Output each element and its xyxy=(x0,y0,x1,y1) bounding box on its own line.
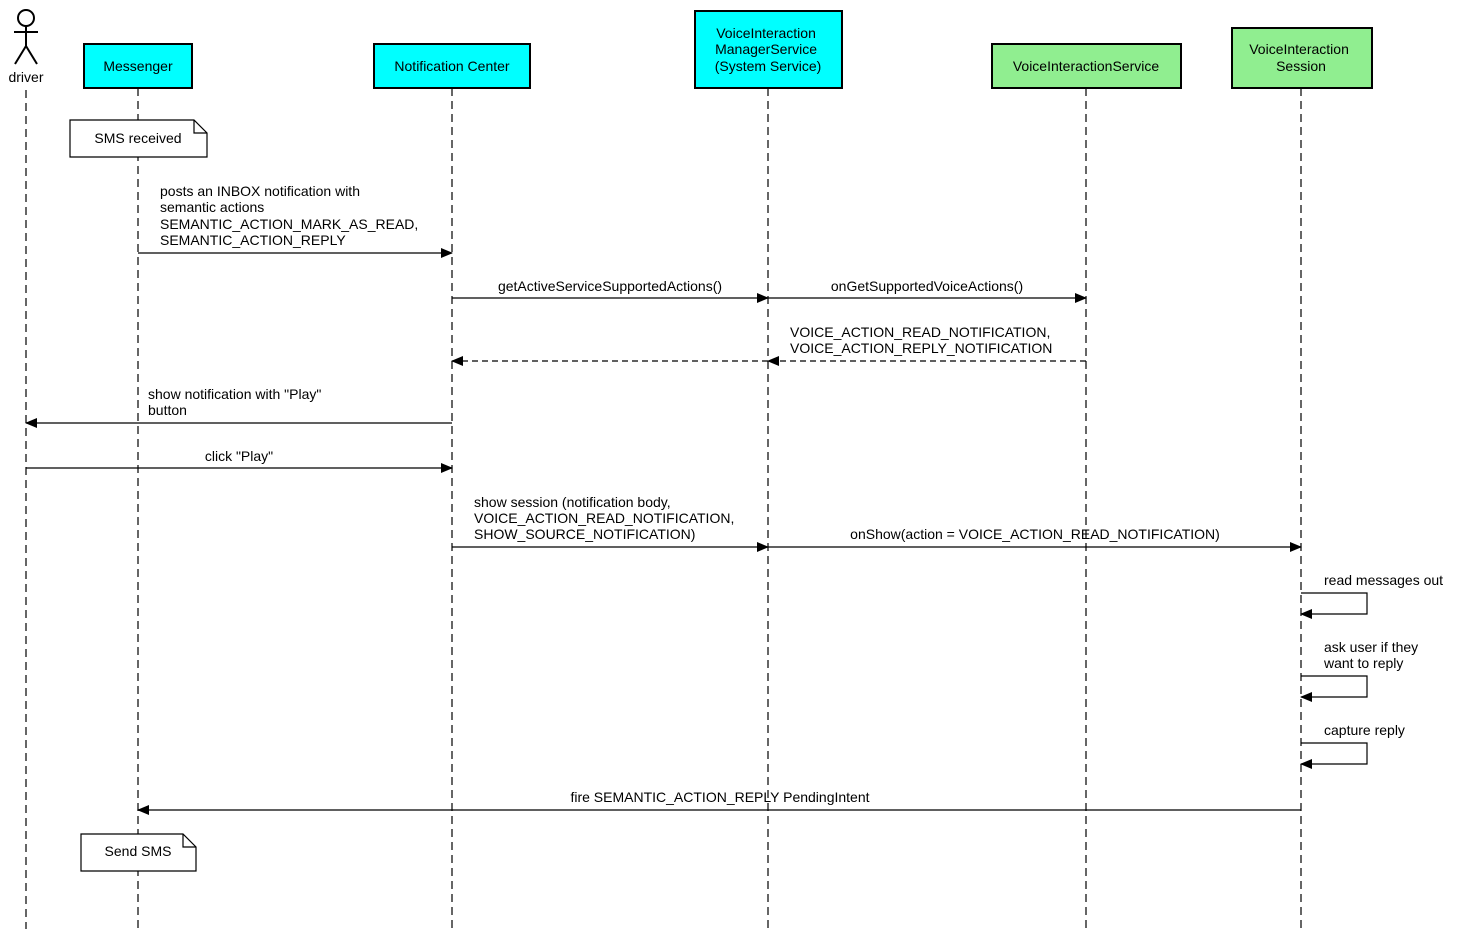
message-label: ask user if they want to reply xyxy=(1323,639,1422,671)
participant-label: VoiceInteractionService xyxy=(1013,58,1160,74)
participant-label: VoiceInteraction ManagerService (System … xyxy=(715,25,822,74)
lifelines xyxy=(25,88,1302,929)
participant-box xyxy=(1231,27,1373,89)
message-ask-user-reply: ask user if they want to reply xyxy=(1300,639,1422,702)
message-label: capture reply xyxy=(1324,722,1405,738)
message-label: read messages out xyxy=(1324,572,1443,588)
message-get-active-service-supported-actions: getActiveServiceSupportedActions() xyxy=(452,278,769,303)
participant-box xyxy=(991,43,1182,89)
participant-vis[interactable]: VoiceInteractionService xyxy=(991,43,1182,89)
message-label: fire SEMANTIC_ACTION_REPLY PendingIntent xyxy=(570,789,869,805)
message-return-voice-actions: VOICE_ACTION_READ_NOTIFICATION, VOICE_AC… xyxy=(451,324,1086,366)
message-label: show notification with "Play" button xyxy=(148,386,325,418)
note-text: Send SMS xyxy=(105,843,172,859)
message-capture-reply: capture reply xyxy=(1300,722,1405,769)
note-send-sms: Send SMS xyxy=(80,833,197,872)
message-arrow xyxy=(1300,742,1368,769)
actor-icon xyxy=(17,9,35,27)
message-label: getActiveServiceSupportedActions() xyxy=(498,278,722,294)
message-read-messages-out: read messages out xyxy=(1300,572,1443,619)
participant-box xyxy=(83,43,193,89)
message-click-play: click "Play" xyxy=(26,448,453,473)
participant-box xyxy=(373,43,531,89)
participant-session[interactable]: VoiceInteraction Session xyxy=(1231,27,1373,89)
driver-actor[interactable] xyxy=(14,9,38,65)
message-fire-pending-intent: fire SEMANTIC_ACTION_REPLY PendingIntent xyxy=(137,789,1301,815)
participant-label: Notification Center xyxy=(394,58,510,74)
message-post-inbox-notification: posts an INBOX notification with semanti… xyxy=(138,183,453,258)
participant-label: Messenger xyxy=(103,58,173,74)
message-label: posts an INBOX notification with semanti… xyxy=(160,183,422,248)
message-label: onShow(action = VOICE_ACTION_READ_NOTIFI… xyxy=(850,526,1220,542)
message-label: onGetSupportedVoiceActions() xyxy=(831,278,1023,294)
participant-box xyxy=(694,10,843,89)
note-text: SMS received xyxy=(94,130,181,146)
participant-messenger[interactable]: Messenger xyxy=(83,43,193,89)
participant-label: VoiceInteraction Session xyxy=(1249,41,1353,74)
note-sms-received: SMS received xyxy=(69,119,208,158)
message-label: show session (notification body, VOICE_A… xyxy=(474,494,738,542)
message-label: click "Play" xyxy=(205,448,273,464)
message-on-get-supported-voice-actions: onGetSupportedVoiceActions() xyxy=(768,278,1087,303)
participant-vims[interactable]: VoiceInteraction ManagerService (System … xyxy=(694,10,843,89)
message-arrow xyxy=(1300,675,1368,702)
message-label: VOICE_ACTION_READ_NOTIFICATION, VOICE_AC… xyxy=(790,324,1054,356)
driver-label: driver xyxy=(8,69,43,85)
message-on-show: onShow(action = VOICE_ACTION_READ_NOTIFI… xyxy=(768,526,1302,552)
message-show-session: show session (notification body, VOICE_A… xyxy=(452,494,769,552)
message-arrow xyxy=(1300,592,1368,619)
participant-notification-center[interactable]: Notification Center xyxy=(373,43,531,89)
message-show-notification: show notification with "Play" button xyxy=(25,386,452,428)
